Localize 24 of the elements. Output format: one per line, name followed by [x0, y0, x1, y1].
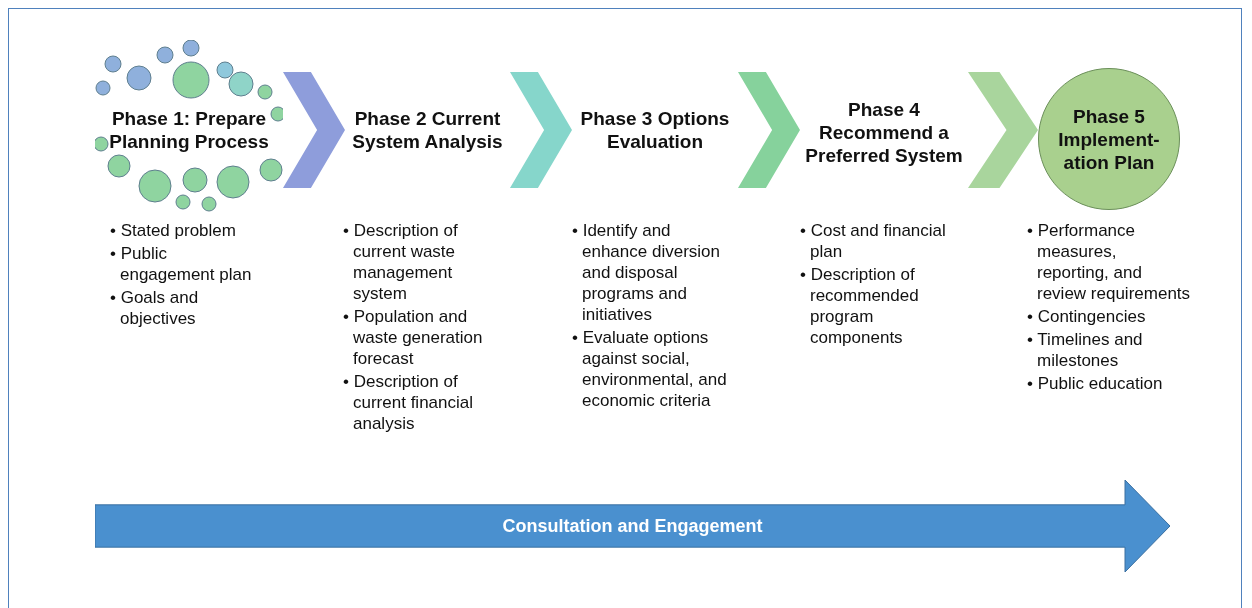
bullet-item: • Public engagement plan — [110, 243, 253, 285]
band-label: Consultation and Engagement — [502, 515, 763, 537]
chevron-arrow — [283, 72, 345, 188]
chevron-arrow — [510, 72, 572, 188]
bullet-item: • Contingencies — [1027, 306, 1147, 327]
phase-title: Phase 5 Implement-ation Plan — [1057, 104, 1161, 174]
bullet-item: • Cost and financial plan — [800, 220, 947, 262]
phase-title: Phase 1: Prepare Planning Process — [108, 107, 270, 153]
phase-title: Phase 2 Current System Analysis — [351, 107, 504, 153]
bullet-item: • Performance measures, reporting, and review requirements — [1027, 220, 1192, 304]
chevron-arrow — [738, 72, 800, 188]
chevron-arrow — [968, 72, 1038, 188]
bullet-item: • Evaluate options against social, environmental, and economic criteria — [572, 327, 728, 411]
bullet-item: • Population and waste generation forecast — [343, 306, 484, 369]
bullet-item: • Stated problem — [110, 220, 237, 241]
bullet-item: • Description of current waste management system — [343, 220, 459, 304]
phase-title: Phase 3 Options Evaluation — [579, 107, 731, 153]
bullet-item: • Public education — [1027, 373, 1164, 394]
bullet-item: • Description of current financial analysis — [343, 371, 474, 434]
bullet-item: • Timelines and milestones — [1027, 329, 1144, 371]
phase-title: Phase 4 Recommend a Preferred System — [804, 97, 964, 167]
bullet-item: • Description of recommended program components — [800, 264, 920, 348]
bullet-item: • Goals and objectives — [110, 287, 200, 329]
bullet-item: • Identify and enhance diversion and disposal programs and initiatives — [572, 220, 721, 325]
